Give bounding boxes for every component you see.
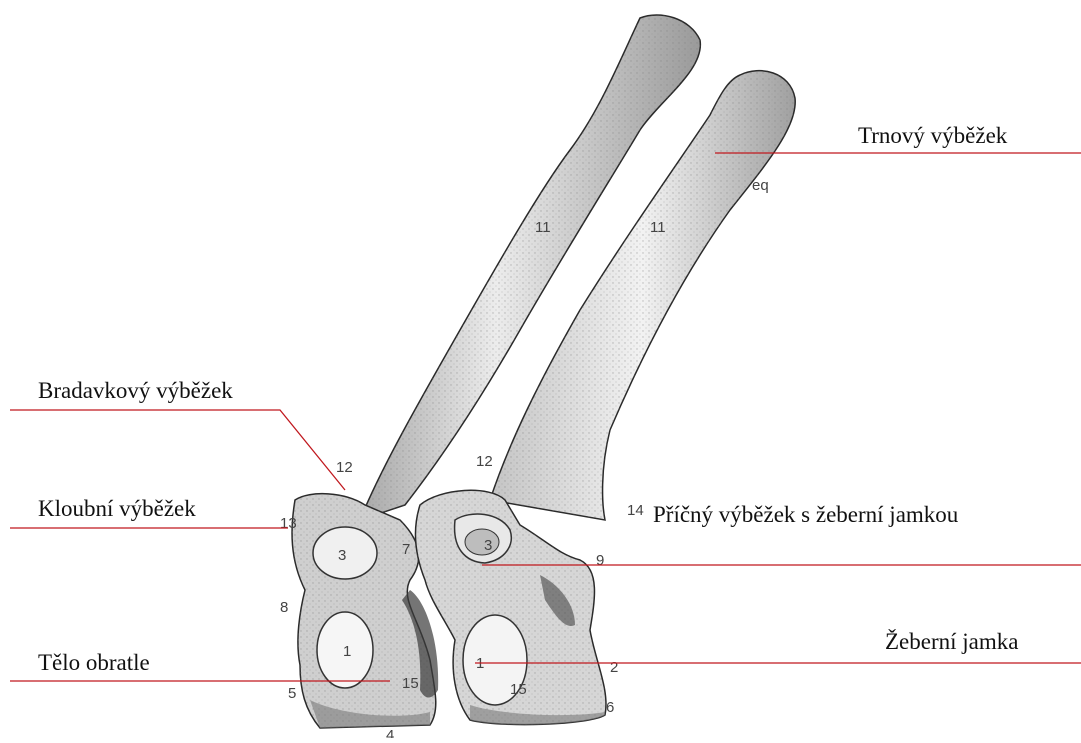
label-eq: eq: [752, 177, 769, 194]
number-8: 8: [280, 599, 288, 616]
label-kloubni-vybezek: Kloubní výběžek: [38, 496, 196, 521]
number-6: 6: [606, 699, 614, 716]
number-15-left: 15: [402, 675, 419, 692]
number-1-left: 1: [343, 643, 351, 660]
number-12-right: 12: [476, 453, 493, 470]
label-bradavkovy-vybezek: Bradavkový výběžek: [38, 378, 233, 403]
label-telo-obratle: Tělo obratle: [38, 650, 150, 675]
label-zeberni-jamka: Žeberní jamka: [885, 629, 1018, 654]
number-11-right: 11: [650, 219, 666, 236]
number-7: 7: [402, 541, 410, 558]
number-14: 14: [627, 502, 644, 519]
number-12-left: 12: [336, 459, 353, 476]
number-13: 13: [280, 515, 297, 532]
number-4: 4: [386, 727, 394, 738]
vertebra-right: [402, 490, 606, 724]
number-11-left: 11: [535, 219, 551, 236]
number-3-right: 3: [484, 537, 492, 554]
number-5: 5: [288, 685, 296, 702]
label-trnovy-vybezek: Trnový výběžek: [858, 123, 1008, 148]
label-pricny-vybezek: Příčný výběžek s žeberní jamkou: [653, 502, 959, 527]
leader-bradavkovy: [10, 410, 345, 490]
number-9: 9: [596, 552, 604, 569]
number-3-left: 3: [338, 547, 346, 564]
number-15-right: 15: [510, 681, 527, 698]
number-2: 2: [610, 659, 618, 676]
